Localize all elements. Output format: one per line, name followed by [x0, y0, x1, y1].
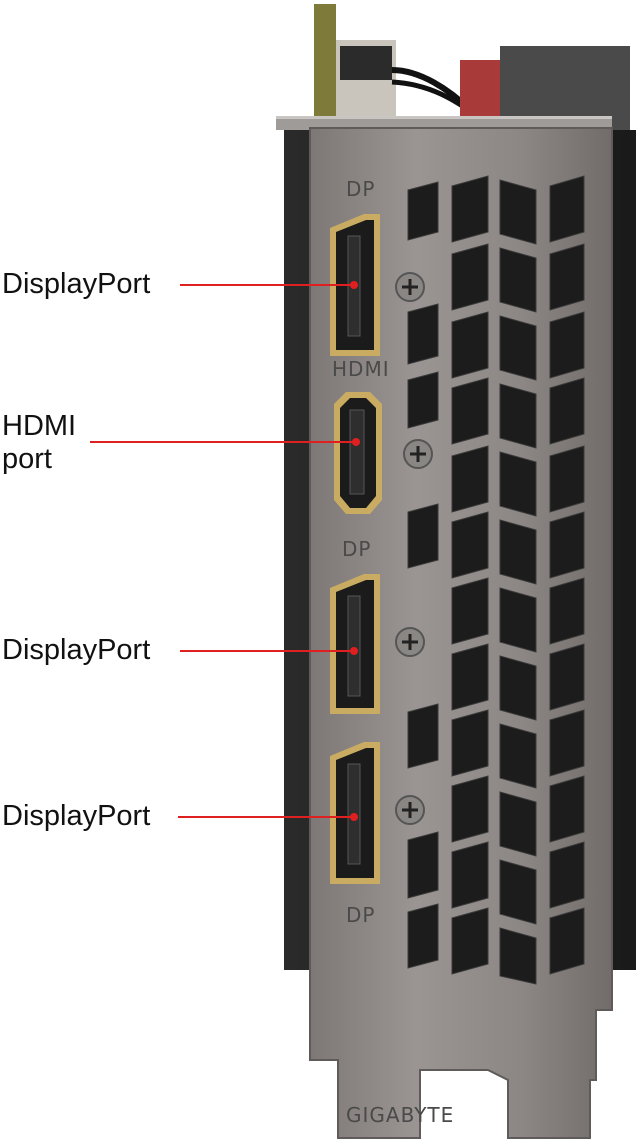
leader-displayport-2 [180, 650, 354, 652]
screw-4 [395, 795, 425, 825]
leader-dot-displayport-2 [350, 647, 358, 655]
silk-hdmi: HDMI [332, 357, 390, 381]
vent-grid [407, 175, 585, 985]
silk-dp-bottom: DP [346, 903, 375, 927]
displayport-2 [330, 574, 380, 714]
leader-hdmi-port [90, 441, 354, 443]
screw-2 [403, 439, 433, 469]
hdmi-port [334, 392, 382, 514]
pcb-top [314, 4, 630, 134]
leader-displayport-3 [178, 816, 354, 818]
label-hdmi-port: HDMI port [2, 410, 77, 475]
screw-1 [395, 272, 425, 302]
silk-tab: GIGABYTE [346, 1103, 454, 1127]
silk-dp-mid: DP [342, 537, 371, 561]
label-displayport-2: DisplayPort [2, 634, 151, 666]
label-displayport-3: DisplayPort [2, 800, 151, 832]
leader-dot-displayport-3 [350, 813, 358, 821]
silk-dp-top: DP [346, 177, 375, 201]
bracket-flange [276, 116, 612, 130]
leader-dot-displayport-1 [350, 281, 358, 289]
leader-dot-hdmi-port [352, 438, 360, 446]
leader-displayport-1 [180, 284, 354, 286]
screw-3 [395, 627, 425, 657]
label-displayport-1: DisplayPort [2, 268, 151, 300]
